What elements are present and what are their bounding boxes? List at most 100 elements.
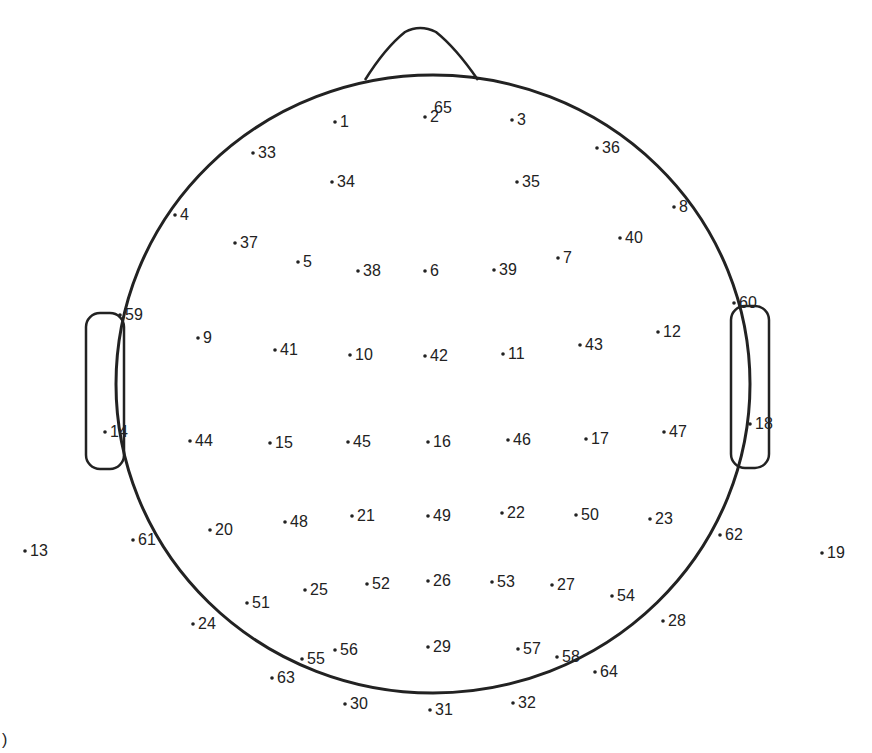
electrode-dot xyxy=(350,514,354,518)
electrode-number: 2 xyxy=(430,108,439,126)
electrode-number: 17 xyxy=(591,430,609,448)
electrode-number: 49 xyxy=(433,507,451,525)
electrode-number: 39 xyxy=(499,261,517,279)
electrode-number: 44 xyxy=(195,432,213,450)
electrode-number: 9 xyxy=(203,329,212,347)
electrode-number: 24 xyxy=(198,615,216,633)
electrode-dot xyxy=(672,205,676,209)
electrode-number: 31 xyxy=(435,701,453,719)
electrode-dot xyxy=(511,701,515,705)
electrode-dot xyxy=(270,676,274,680)
electrode-dot xyxy=(196,336,200,340)
electrode-number: 53 xyxy=(497,573,515,591)
electrode-number: 11 xyxy=(508,345,525,363)
electrode-dot xyxy=(23,549,27,553)
electrode-dot xyxy=(173,213,177,217)
electrode-number: 35 xyxy=(522,173,540,191)
electrode-number: 8 xyxy=(679,198,688,216)
electrode-number: 10 xyxy=(355,346,373,364)
electrode-dot xyxy=(330,180,334,184)
electrode-number: 23 xyxy=(655,510,673,528)
electrode-number: 55 xyxy=(307,650,325,668)
electrode-dot xyxy=(423,115,427,119)
electrode-number: 18 xyxy=(755,415,773,433)
electrode-dot xyxy=(426,514,430,518)
electrode-number: 59 xyxy=(125,306,143,324)
electrode-dot xyxy=(426,579,430,583)
electrode-number: 45 xyxy=(353,433,371,451)
electrode-dot xyxy=(103,430,107,434)
scalp-circle xyxy=(116,75,750,693)
electrode-number: 15 xyxy=(275,434,293,452)
electrode-number: 26 xyxy=(433,572,451,590)
electrode-number: 37 xyxy=(240,234,258,252)
electrode-number: 57 xyxy=(523,640,541,658)
electrode-dot xyxy=(346,440,350,444)
electrode-number: 47 xyxy=(669,423,687,441)
electrode-dot xyxy=(283,520,287,524)
electrode-number: 36 xyxy=(602,139,620,157)
electrode-dot xyxy=(555,655,559,659)
electrode-dot xyxy=(610,594,614,598)
electrode-number: 6 xyxy=(430,262,439,280)
electrode-number: 34 xyxy=(337,173,355,191)
electrode-number: 64 xyxy=(600,663,618,681)
electrode-number: 29 xyxy=(433,638,451,656)
electrode-number: 12 xyxy=(663,323,681,341)
electrode-dot xyxy=(303,588,307,592)
electrode-dot xyxy=(516,647,520,651)
electrode-number: 28 xyxy=(668,612,686,630)
electrode-dot xyxy=(550,583,554,587)
electrode-number: 58 xyxy=(562,648,580,666)
electrode-number: 13 xyxy=(30,542,48,560)
electrode-dot xyxy=(426,645,430,649)
electrode-number: 4 xyxy=(180,206,189,224)
electrode-number: 41 xyxy=(280,341,298,359)
electrode-number: 14 xyxy=(110,423,128,441)
electrode-number: 62 xyxy=(725,526,743,544)
electrode-number: 40 xyxy=(625,229,643,247)
electrode-number: 43 xyxy=(585,336,603,354)
electrode-dot xyxy=(595,146,599,150)
electrode-number: 63 xyxy=(277,669,295,687)
electrode-dot xyxy=(233,241,237,245)
electrode-dot xyxy=(578,343,582,347)
electrode-dot xyxy=(732,301,736,305)
electrode-dot xyxy=(492,268,496,272)
electrode-dot xyxy=(333,648,337,652)
electrode-dot xyxy=(506,438,510,442)
electrode-dot xyxy=(584,437,588,441)
electrode-number: 5 xyxy=(303,253,312,271)
electrode-dot xyxy=(423,269,427,273)
electrode-dot xyxy=(268,441,272,445)
electrode-dot xyxy=(365,582,369,586)
electrode-number: 32 xyxy=(518,694,536,712)
electrode-dot xyxy=(251,151,255,155)
electrode-dot xyxy=(820,551,824,555)
electrode-number: 42 xyxy=(430,347,448,365)
electrode-dot xyxy=(510,118,514,122)
electrode-dot xyxy=(648,517,652,521)
electrode-number: 51 xyxy=(252,594,270,612)
electrode-dot xyxy=(300,657,304,661)
electrode-number: 48 xyxy=(290,513,308,531)
electrode-number: 21 xyxy=(357,507,375,525)
electrode-dot xyxy=(296,260,300,264)
electrode-dot xyxy=(428,708,432,712)
electrode-dot xyxy=(273,348,277,352)
electrode-dot xyxy=(208,528,212,532)
electrode-dot xyxy=(556,256,560,260)
nose-outline xyxy=(365,28,478,80)
electrode-number: 46 xyxy=(513,431,531,449)
electrode-dot xyxy=(245,601,249,605)
electrode-dot xyxy=(348,353,352,357)
electrode-number: 3 xyxy=(517,111,526,129)
electrode-number: 60 xyxy=(739,294,757,312)
electrode-dot xyxy=(618,236,622,240)
electrode-dot xyxy=(500,511,504,515)
electrode-number: 27 xyxy=(557,576,575,594)
electrode-dot xyxy=(593,670,597,674)
electrode-number: 56 xyxy=(340,641,358,659)
electrode-number: 16 xyxy=(433,433,451,451)
